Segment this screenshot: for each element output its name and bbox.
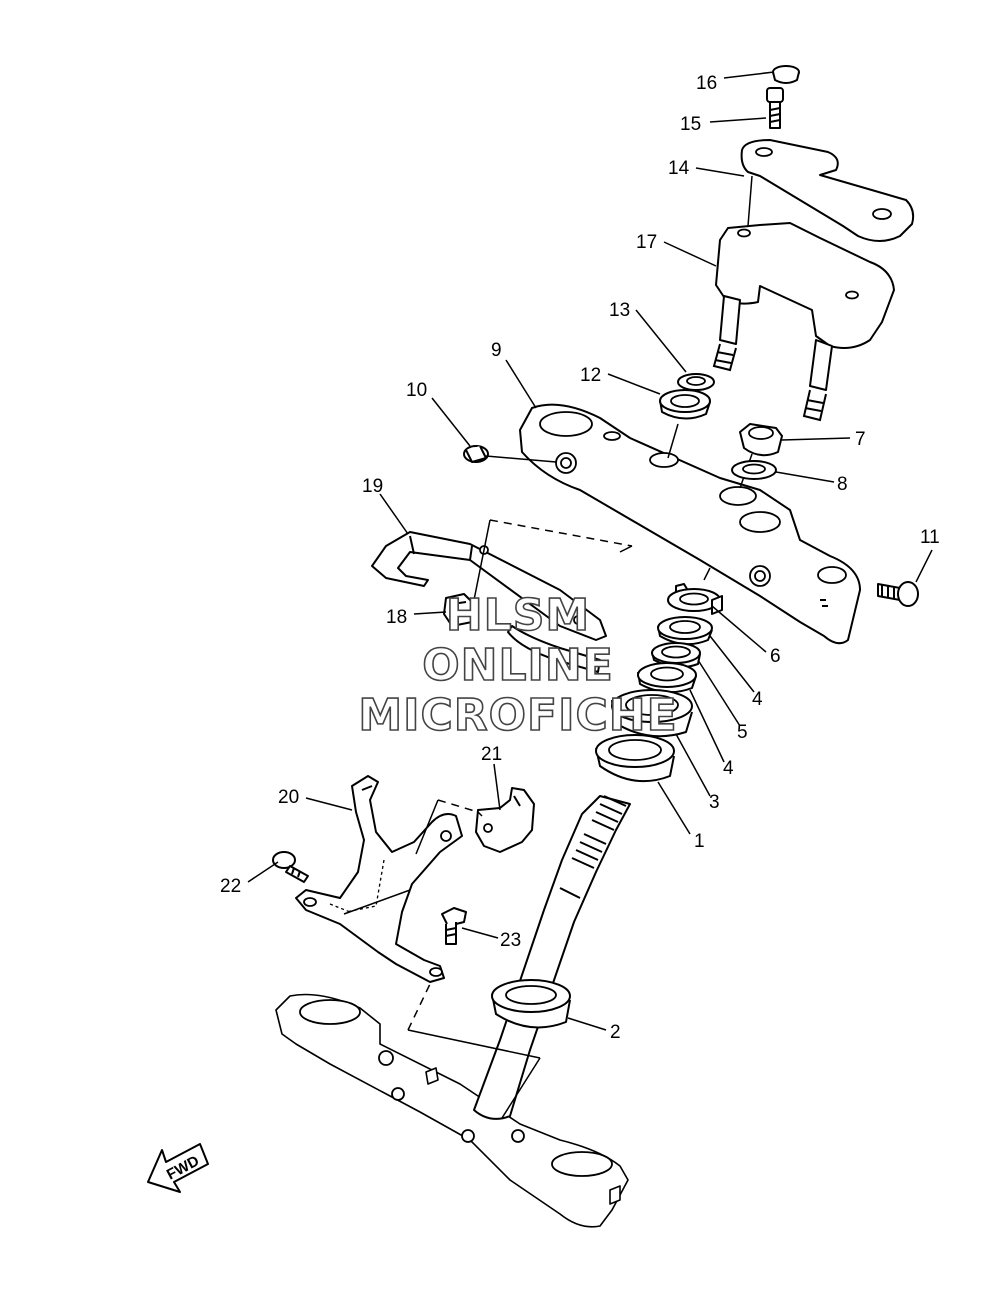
- part-11-bolt: [877, 581, 919, 607]
- part-4-ring-nut-lower: [637, 662, 697, 694]
- part-14-handlebar-holder-upper: [740, 139, 915, 242]
- part-21-bracket: [475, 787, 535, 853]
- callout-17: 17: [636, 232, 657, 253]
- steering-shaft: [473, 795, 631, 1120]
- callout-4-upper: 4: [752, 689, 763, 710]
- part-13-washer: [677, 373, 715, 391]
- callout-18: 18: [386, 607, 407, 628]
- callout-10: 10: [406, 380, 427, 401]
- callout-11: 11: [920, 527, 940, 548]
- part-3-bearing-cover: [611, 689, 693, 738]
- callout-leaders: [247, 71, 933, 1031]
- guide-lines: [329, 519, 711, 1119]
- callout-4-lower: 4: [723, 758, 734, 779]
- callout-15: 15: [680, 114, 701, 135]
- watermark: HLSM ONLINE MICROFICHE: [358, 589, 678, 742]
- lower-bracket-ghost: [275, 993, 629, 1228]
- callout-16: 16: [696, 73, 717, 94]
- callout-20: 20: [278, 787, 299, 808]
- callout-9: 9: [491, 340, 502, 361]
- callout-8: 8: [837, 474, 848, 495]
- watermark-line-1: HLSM: [446, 590, 590, 641]
- part-19-bracket: [371, 531, 607, 673]
- part-2-lower-bearing: [491, 979, 571, 1029]
- part-6-lock-washer: [667, 583, 723, 615]
- callout-13: 13: [609, 300, 630, 321]
- watermark-line-3: MICROFICHE: [358, 690, 677, 741]
- part-8-washer: [731, 460, 777, 480]
- callout-19: 19: [362, 476, 383, 497]
- callout-21: 21: [481, 744, 502, 765]
- part-4-ring-nut-upper: [657, 616, 713, 646]
- fwd-arrow: FWD: [147, 1143, 209, 1193]
- part-17-handlebar-holder-lower: [712, 222, 895, 422]
- part-1-bearing: [595, 734, 675, 783]
- callout-12: 12: [580, 365, 601, 386]
- part-22-bolt: [272, 851, 309, 883]
- callout-14: 14: [668, 158, 690, 179]
- callout-23: 23: [500, 930, 521, 951]
- part-23-bolt: [441, 907, 467, 945]
- callout-6: 6: [770, 646, 781, 667]
- callout-7: 7: [855, 429, 866, 450]
- callout-3: 3: [709, 792, 720, 813]
- callout-22: 22: [220, 876, 241, 897]
- watermark-line-2: ONLINE: [422, 640, 614, 691]
- callout-5: 5: [737, 722, 748, 743]
- part-15-bolt: [766, 87, 784, 129]
- part-12-collar: [659, 389, 711, 420]
- callout-1: 1: [694, 831, 705, 852]
- part-18-clip: [443, 593, 475, 627]
- part-10-cap: [463, 445, 557, 463]
- part-16-cap: [772, 65, 800, 84]
- callout-labels: 1 2 3 4 4 5 6 7 8 9 10 11 12 13 14 15 16…: [220, 73, 940, 1043]
- callout-2: 2: [610, 1022, 621, 1043]
- part-20-meter-bracket: [295, 775, 463, 983]
- part-7-nut: [739, 423, 783, 457]
- part-9-upper-bracket: [519, 403, 861, 645]
